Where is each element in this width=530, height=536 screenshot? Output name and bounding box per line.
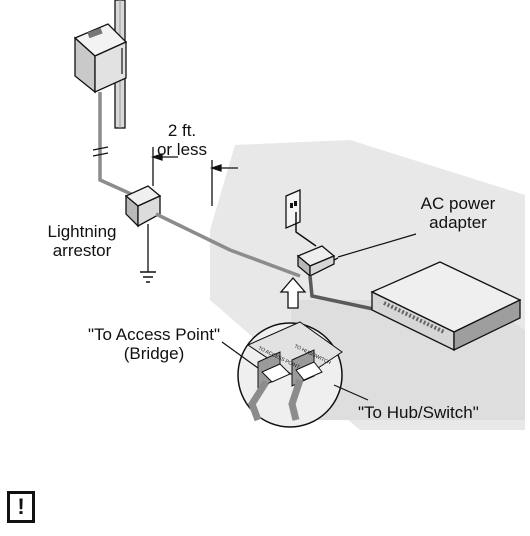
lightning-arrestor-device (124, 185, 162, 272)
ac-power-adapter-device (296, 245, 339, 278)
ac-power-adapter-label: AC power adapter (420, 194, 496, 232)
warning-icon: ! (7, 491, 35, 523)
lightning-arrestor-label: Lightning arrestor (47, 222, 117, 260)
port-zoom-inset: TO ACCESS POINT TO HUB/SWITCH (237, 321, 343, 428)
ground-symbol-icon (140, 271, 156, 283)
wall-outlet (285, 189, 317, 247)
access-point-device (73, 23, 128, 94)
access-point-label-leader (221, 341, 259, 369)
cable-ap-to-arrestor (92, 92, 141, 200)
to-access-point-label: "To Access Point" (Bridge) (87, 325, 221, 363)
cable-arrestor-to-adapter (155, 212, 301, 278)
cable-adapter-to-hub (308, 275, 379, 312)
hub-switch-label-leader (333, 384, 369, 401)
hub-switch-device (370, 261, 522, 352)
distance-label: 2 ft. or less (156, 121, 208, 159)
to-hub-switch-label: "To Hub/Switch" (358, 403, 479, 422)
magnify-arrow-icon (279, 277, 307, 309)
distance-marker (150, 147, 238, 206)
adapter-label-leader (337, 233, 417, 258)
